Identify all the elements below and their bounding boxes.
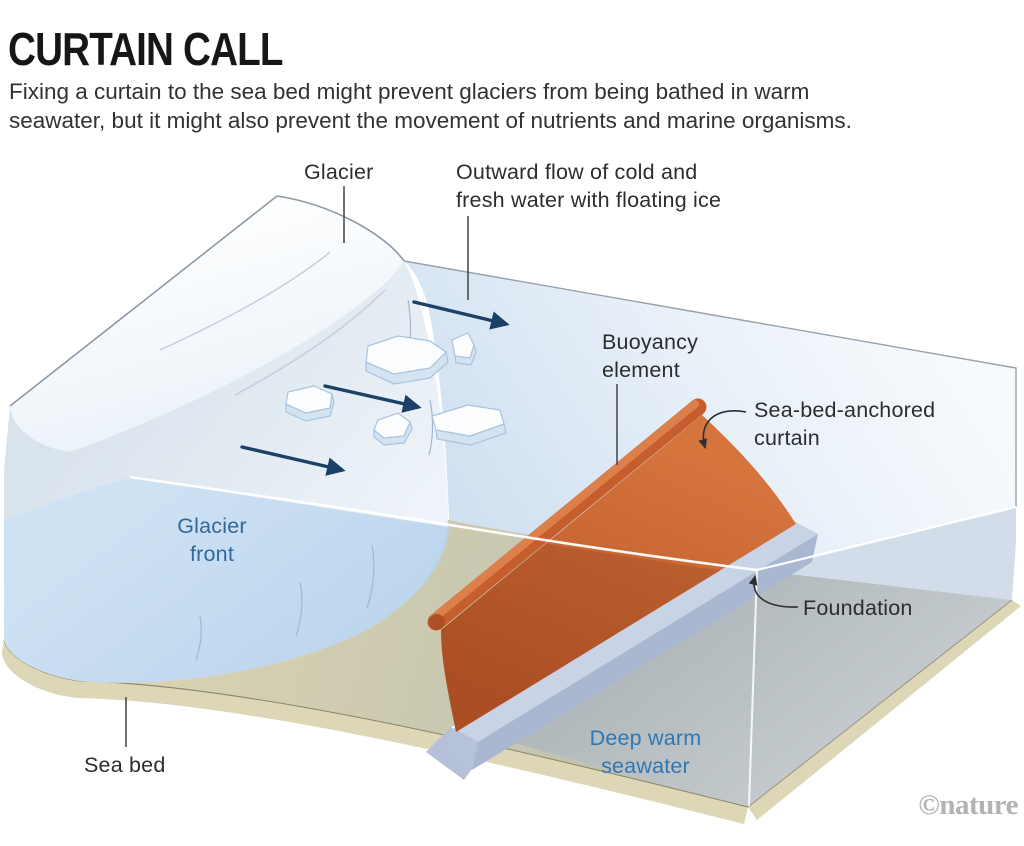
page-title: CURTAIN CALL [8,23,284,75]
buoyancy-tube [427,398,707,631]
front-right-face [757,507,1016,600]
page-subtitle: Fixing a curtain to the sea bed might pr… [9,79,852,133]
sea-bed-strip-left [2,640,748,824]
buoyancy-element-label: Buoyancy element [602,330,699,383]
floating-ice [285,332,507,446]
foundation-front-face [472,534,818,770]
glacier-underwater-tint [4,477,449,683]
glacier-creases [159,251,386,396]
foundation-end-face [444,728,478,770]
buoyancy-tube-end-cap [429,614,445,630]
foundation-label: Foundation [803,596,913,620]
glacier-ridge-outline [9,195,405,407]
foundation-top-face [452,520,818,742]
sea-bed-anchored-curtain-label: Sea-bed-anchored curtain [754,398,936,451]
flow-arrow-bottom [240,445,346,476]
sea-bed-strip-right-edge [747,599,1013,808]
water-surface [404,261,1016,570]
outward-flow-label: Outward flow of cold and fresh water wit… [456,160,722,213]
glacier-illustration [4,195,449,683]
glacier-top-snow [10,196,404,452]
sea-bed-strip-right [748,600,1021,820]
waterline [129,475,1017,807]
buoyancy-tube-highlight [430,400,699,622]
glacier-label: Glacier [304,160,374,184]
sea-bed-label: Sea bed [84,753,166,777]
glacier-cracks [195,299,434,661]
outward-flow-arrows [240,300,510,476]
leader-lines [125,186,799,747]
glacier-front-label: Glacier front [177,514,247,567]
foundation-pointer-arrow [748,574,799,608]
flow-arrow-top [412,300,510,330]
nature-credit: ©nature [918,789,1018,821]
curtain-sheet [441,415,796,732]
foundation-illustration [426,519,818,780]
curtain-pointer-arrow [698,410,747,450]
flow-arrow-middle [323,384,422,413]
water-surface-outline [403,260,1017,507]
deep-warm-seawater-label: Deep warm seawater [589,726,702,779]
